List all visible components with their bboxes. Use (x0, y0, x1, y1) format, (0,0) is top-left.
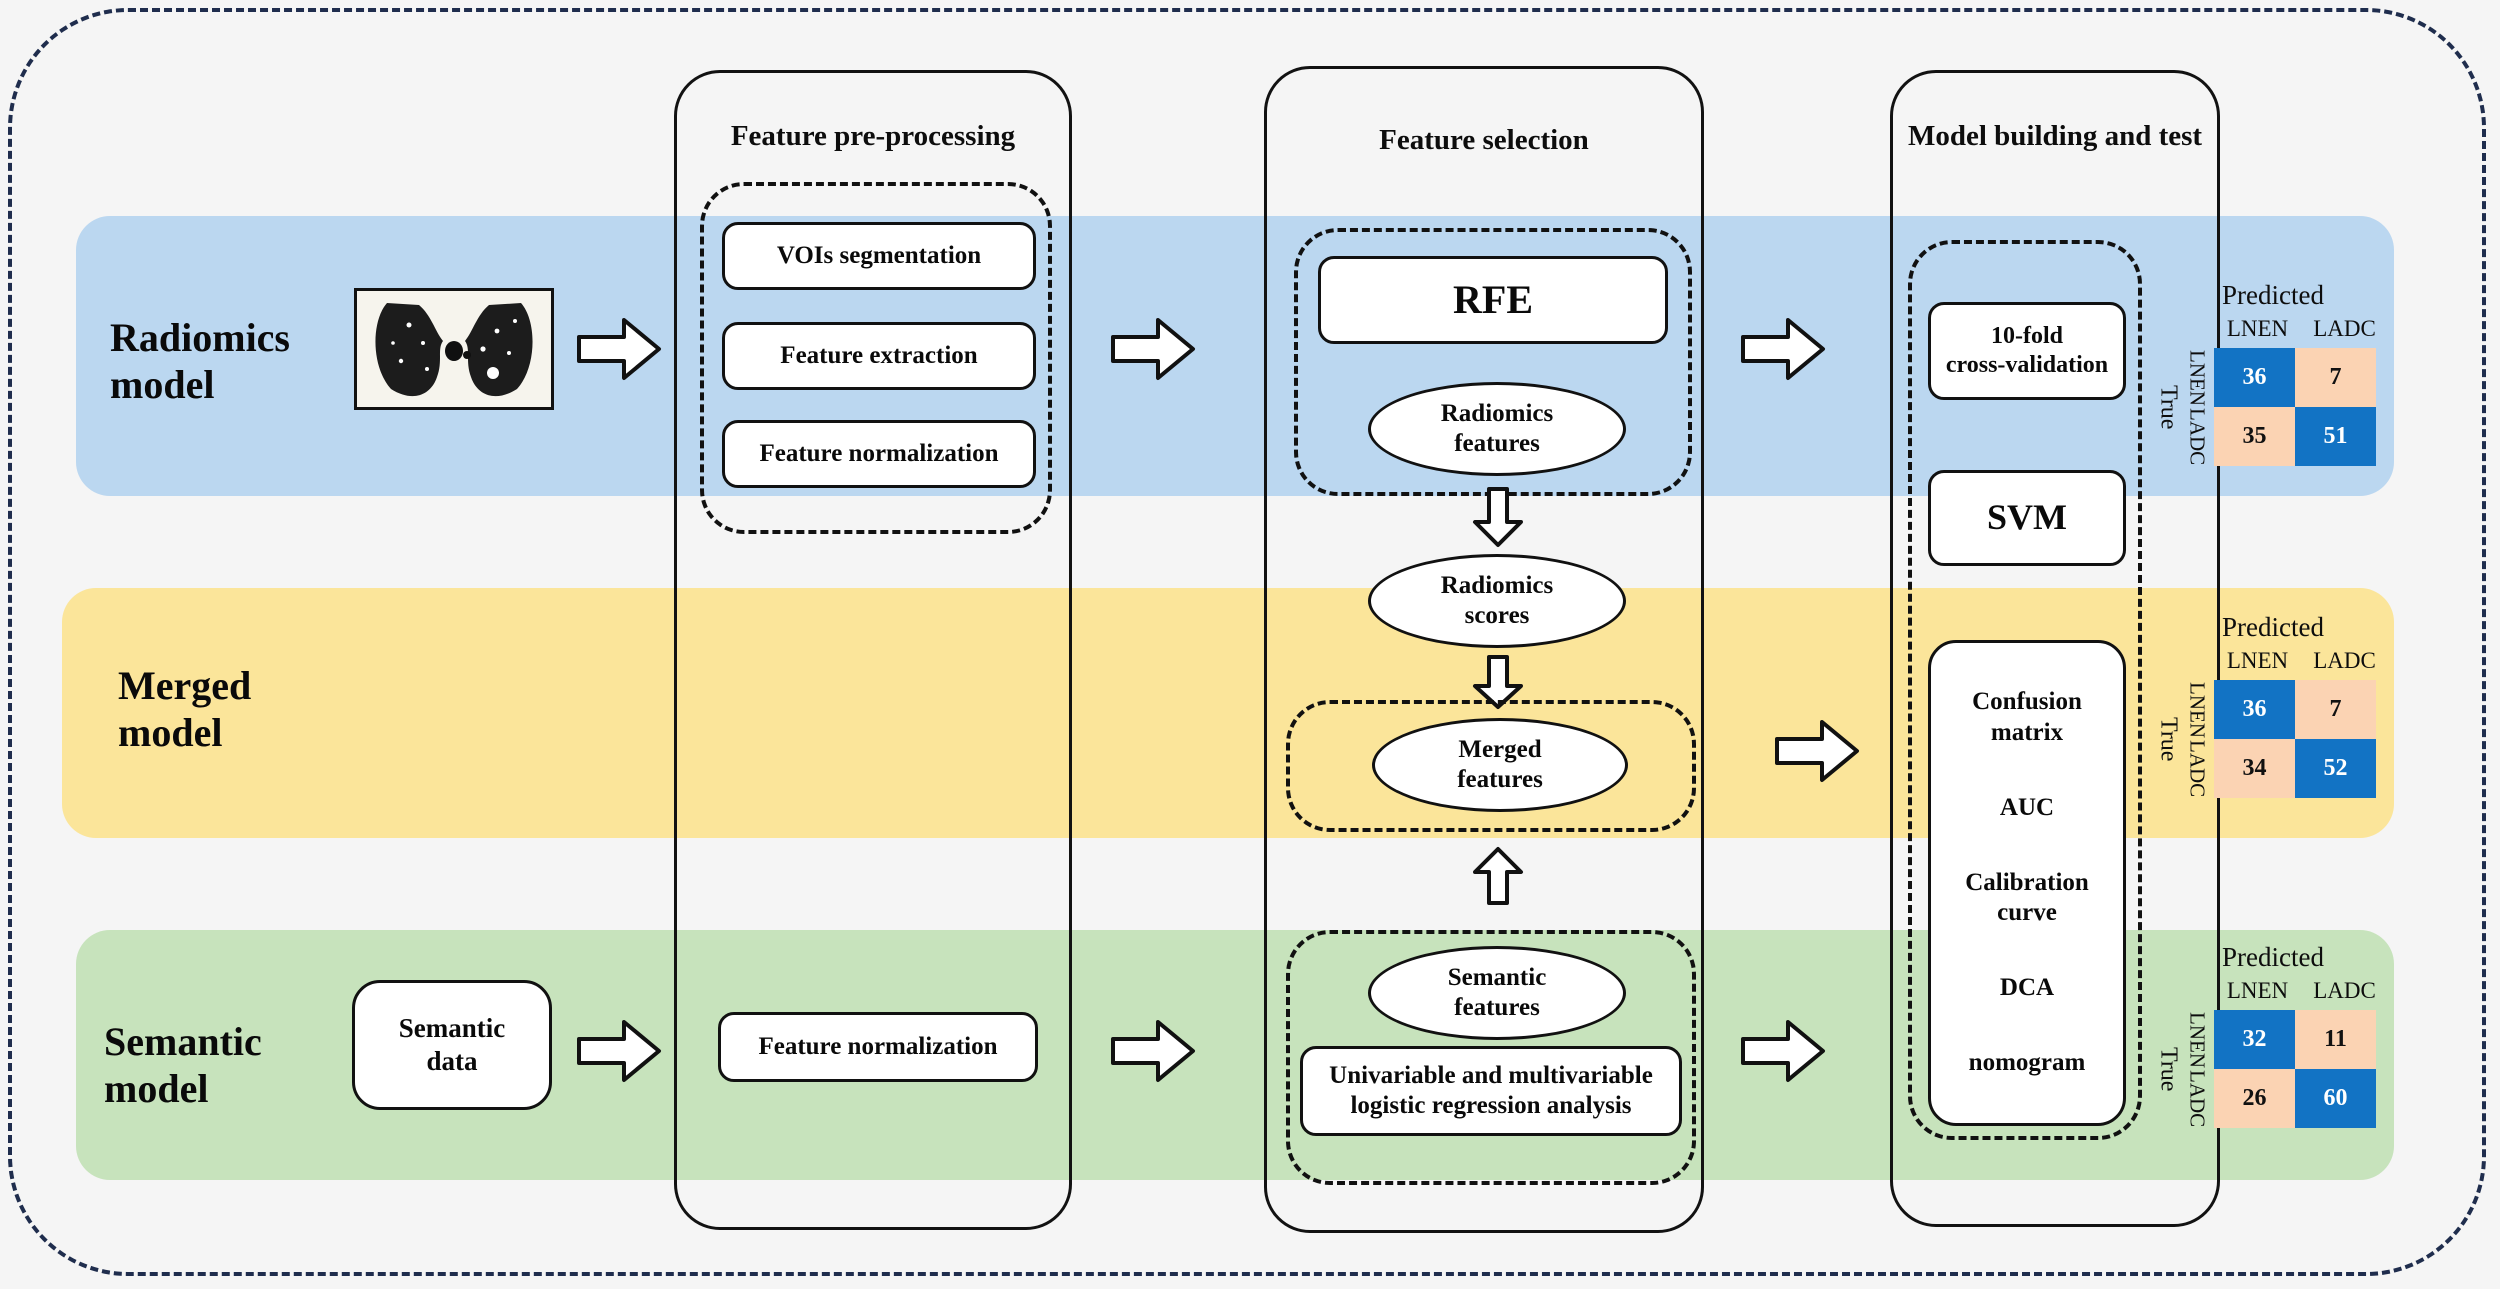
cm-cell-tn: 52 (2295, 739, 2376, 798)
row-label-radiomics: Radiomics model (110, 315, 290, 408)
cm-cell-fp: 35 (2214, 407, 2295, 466)
stage-title-preprocessing: Feature pre-processing (730, 120, 1016, 152)
cm-true-label: True (2155, 716, 2182, 762)
cm-predicted-label: Predicted (2222, 280, 2324, 310)
oval-merged-features[interactable]: Merged features (1372, 718, 1628, 812)
cm-grid: 32 11 26 60 (2214, 1010, 2376, 1128)
node-metrics-list: Confusion matrix AUC Calibration curve D… (1928, 640, 2126, 1126)
dashed-group-preprocessing (700, 182, 1052, 534)
cm-row-ladc: LADC (2185, 407, 2210, 466)
stage-feature-selection (1264, 66, 1704, 1233)
arrow-selection-to-model-merged (1774, 718, 1860, 784)
cm-row-ladc: LADC (2185, 1069, 2210, 1128)
cm-cell-fn: 7 (2295, 348, 2376, 407)
cm-column-labels: LNEN LADC (2214, 648, 2388, 674)
cm-cell-tp: 32 (2214, 1010, 2295, 1069)
arrow-selection-to-model-semantic (1740, 1018, 1826, 1084)
row-label-merged: Merged model (118, 663, 252, 756)
cm-cell-fp: 34 (2214, 739, 2295, 798)
arrow-semantic-to-merged (1472, 846, 1524, 906)
metric-nomogram: nomogram (1968, 1049, 2086, 1077)
cm-cell-fp: 26 (2214, 1069, 2295, 1128)
cm-col-lnen: LNEN (2226, 316, 2289, 341)
arrow-features-to-scores (1472, 486, 1524, 548)
cm-row-lnen: LNEN (2185, 1011, 2210, 1068)
node-vois-segmentation[interactable]: VOIs segmentation (722, 222, 1036, 290)
metric-auc: AUC (1999, 793, 2055, 821)
cm-cell-tp: 36 (2214, 680, 2295, 739)
dashed-group-model-building (1908, 240, 2142, 1140)
arrow-preprocessing-to-selection (1110, 316, 1196, 382)
metric-dca: DCA (1999, 974, 2055, 1002)
cm-grid: 36 7 34 52 (2214, 680, 2376, 798)
confusion-matrix-semantic: Predicted LNEN LADC True LNEN LADC 32 11… (2156, 942, 2388, 1142)
cm-row-lnen: LNEN (2185, 349, 2210, 406)
lung-ct-scan-image (354, 288, 554, 410)
cm-column-labels: LNEN LADC (2214, 316, 2388, 342)
cm-predicted-label: Predicted (2222, 612, 2324, 642)
cm-true-label: True (2155, 1046, 2182, 1092)
node-feature-extraction[interactable]: Feature extraction (722, 322, 1036, 390)
oval-radiomics-scores[interactable]: Radiomics scores (1368, 554, 1626, 648)
cm-column-labels: LNEN LADC (2214, 978, 2388, 1004)
stage-model-building (1890, 70, 2220, 1227)
oval-semantic-features[interactable]: Semantic features (1368, 946, 1626, 1040)
cm-row-labels: LNEN LADC (2182, 1010, 2212, 1128)
cm-cell-fn: 7 (2295, 680, 2376, 739)
cm-col-lnen: LNEN (2226, 978, 2289, 1003)
cm-row-labels: LNEN LADC (2182, 680, 2212, 798)
arrow-semantic-data-to-normalization (576, 1018, 662, 1084)
cm-cell-tn: 60 (2295, 1069, 2376, 1128)
cm-row-labels: LNEN LADC (2182, 348, 2212, 466)
arrow-normalization-to-selection (1110, 1018, 1196, 1084)
dashed-group-semantic-selection (1286, 930, 1696, 1185)
node-feature-normalization-radiomics[interactable]: Feature normalization (722, 420, 1036, 488)
metric-calibration-curve: Calibration curve (1965, 868, 2089, 927)
node-rfe[interactable]: RFE (1318, 256, 1668, 344)
cm-col-ladc: LADC (2313, 978, 2376, 1003)
node-svm[interactable]: SVM (1928, 470, 2126, 566)
metric-confusion-matrix: Confusion matrix (1972, 688, 2082, 746)
stage-feature-preprocessing (674, 70, 1072, 1230)
node-cross-validation[interactable]: 10-fold cross-validation (1928, 302, 2126, 400)
arrow-selection-to-model-radiomics (1740, 316, 1826, 382)
arrow-ct-to-preprocessing (576, 316, 662, 382)
cm-grid: 36 7 35 51 (2214, 348, 2376, 466)
dashed-group-merged-features (1286, 700, 1696, 832)
cm-cell-fn: 11 (2295, 1010, 2376, 1069)
cm-true-label: True (2155, 384, 2182, 430)
confusion-matrix-merged: Predicted LNEN LADC True LNEN LADC 36 7 … (2156, 612, 2388, 812)
row-label-semantic: Semantic model (104, 1019, 262, 1112)
cm-col-ladc: LADC (2313, 316, 2376, 341)
cm-predicted-label: Predicted (2222, 942, 2324, 972)
cm-row-lnen: LNEN (2185, 681, 2210, 738)
oval-radiomics-features[interactable]: Radiomics features (1368, 382, 1626, 476)
arrow-scores-to-merged (1472, 654, 1524, 710)
cm-col-ladc: LADC (2313, 648, 2376, 673)
cm-row-ladc: LADC (2185, 739, 2210, 798)
confusion-matrix-radiomics: Predicted LNEN LADC True LNEN LADC 36 7 … (2156, 280, 2388, 480)
stage-title-model-building: Model building and test (1907, 120, 2203, 152)
node-feature-normalization-semantic[interactable]: Feature normalization (718, 1012, 1038, 1082)
cm-cell-tn: 51 (2295, 407, 2376, 466)
node-logistic-regression[interactable]: Univariable and multivariable logistic r… (1300, 1046, 1682, 1136)
node-semantic-data[interactable]: Semantic data (352, 980, 552, 1110)
cm-cell-tp: 36 (2214, 348, 2295, 407)
cm-col-lnen: LNEN (2226, 648, 2289, 673)
stage-title-selection: Feature selection (1379, 124, 1589, 156)
